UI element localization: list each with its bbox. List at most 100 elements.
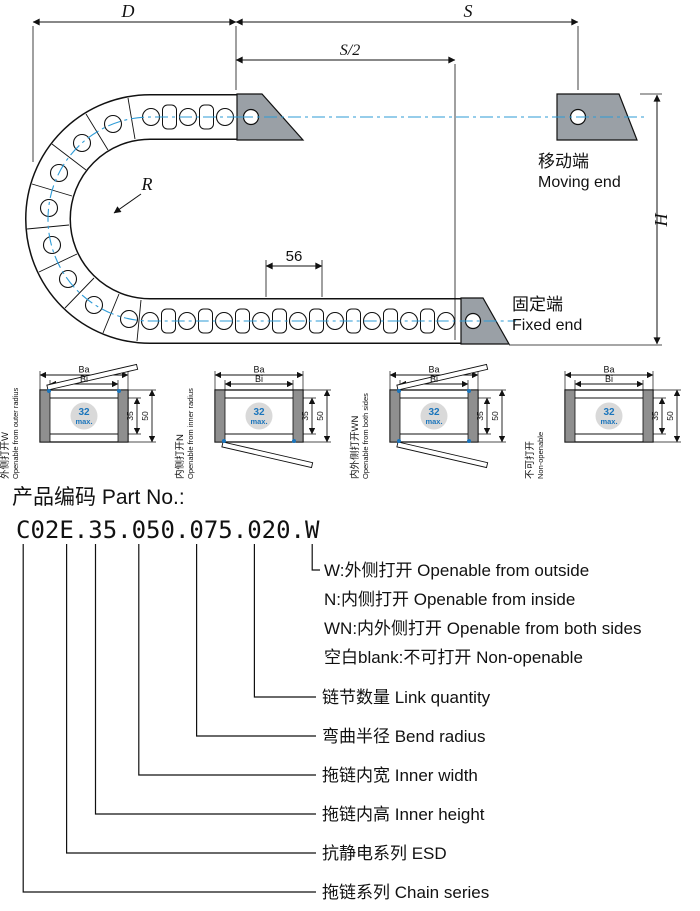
outer-flap-open	[46, 363, 139, 391]
legend-suffix-w: W:外侧打开 Openable from outside	[324, 561, 589, 580]
cable-max-value: 32	[428, 407, 440, 418]
cable-circle	[245, 402, 273, 430]
dim-label-outer-height: 50	[665, 411, 675, 421]
hinge-dot	[397, 389, 401, 393]
chain-assembly-diagram: D S S/2 56 H R 移动端 Moving end 固定端 Fixed …	[25, 1, 671, 346]
dim-label-s-half: S/2	[340, 42, 360, 59]
inner-flap-open	[396, 441, 489, 469]
dim-label-ba: Ba	[428, 365, 439, 375]
cross-section-label-en: Non-openable	[536, 431, 545, 479]
side-plate-right	[642, 389, 654, 443]
dim-label-bi: Bi	[605, 374, 613, 384]
cable-circle	[595, 402, 623, 430]
cross-section-drawing: 32 max. Ba Bi 35 50	[39, 363, 156, 443]
dim-label-r: R	[141, 174, 153, 194]
moving-end-label-en: Moving end	[538, 174, 621, 191]
dim-label-h: H	[651, 213, 671, 228]
hinge-dot	[47, 389, 51, 393]
legend-suffix-n: N:内侧打开 Openable from inside	[324, 590, 575, 609]
legend-connector-lines	[22, 544, 320, 893]
cross-section-label-en: Openable from inner radius	[186, 388, 195, 479]
dimension-lines	[564, 371, 681, 443]
dim-label-bi: Bi	[255, 374, 263, 384]
hinge-dot	[292, 439, 296, 443]
dim-label-ba: Ba	[603, 365, 614, 375]
dim-label-outer-height: 50	[490, 411, 500, 421]
hinge-dot	[467, 439, 471, 443]
chain-band	[25, 94, 468, 344]
cable-circle	[420, 402, 448, 430]
cable-max-value: 32	[603, 407, 615, 418]
cross-section-drawing: 32 max. Ba Bi 35 50	[564, 365, 681, 443]
cable-max-value: 32	[78, 407, 90, 418]
dim-label-bi: Bi	[80, 374, 88, 384]
hinge-dot	[397, 439, 401, 443]
cross-section-label-zh: 内外侧打开WN	[350, 415, 361, 479]
cable-circle	[70, 402, 98, 430]
dim-label-inner-height: 35	[125, 411, 135, 421]
cross-section-label-zh: 内侧打开N	[175, 434, 186, 479]
dim-label-outer-height: 50	[315, 411, 325, 421]
cross-section-row: 外侧打开W Openable from outer radius	[0, 358, 700, 482]
part-no-heading: 产品编码 Part No.:	[12, 486, 185, 509]
legend-suffix-wn: WN:内外侧打开 Openable from both sides	[324, 619, 641, 638]
chain-link-slots	[161, 104, 435, 334]
cross-section-label-zh: 外侧打开W	[0, 432, 11, 479]
cable-max-value: 32	[253, 407, 265, 418]
part-no-legend: C02E.35.050.075.020.W W:外侧打开 Openable fr…	[16, 516, 641, 902]
part-no-code: C02E.35.050.075.020.W	[16, 516, 320, 544]
legend-inner-height: 拖链内高 Inner height	[322, 805, 485, 824]
cross-section-label: 内外侧打开WN Openable from both sides	[350, 361, 372, 479]
hinge-dot	[222, 439, 226, 443]
dim-label-outer-height: 50	[140, 411, 150, 421]
cable-max-suffix: max.	[75, 417, 92, 426]
dimension-lines	[214, 371, 331, 443]
side-plate-right	[292, 389, 304, 443]
cross-section-non-openable: 不可打开 Non-openable 32 max.	[525, 358, 700, 482]
cable-max-suffix: max.	[600, 417, 617, 426]
cross-section-drawing: 32 max. Ba Bi 35 50	[389, 363, 506, 469]
side-plate-right	[467, 389, 479, 443]
cross-section-label-en: Openable from outer radius	[11, 387, 20, 479]
cross-section-inner-openable: 内侧打开N Openable from inner radius	[175, 358, 350, 482]
outer-flap-open	[396, 363, 489, 391]
cross-section-label: 不可打开 Non-openable	[525, 361, 547, 479]
dimension-lines	[32, 18, 662, 346]
moving-end-bracket-far	[556, 93, 638, 141]
dim-label-ba: Ba	[78, 365, 89, 375]
cross-section-label: 内侧打开N Openable from inner radius	[175, 361, 197, 479]
dim-label-bi: Bi	[430, 374, 438, 384]
dim-label-pitch: 56	[286, 248, 303, 265]
legend-link-quantity: 链节数量 Link quantity	[322, 688, 491, 707]
cross-section-drawing: 32 max. Ba Bi 35 50	[214, 365, 331, 469]
dim-label-inner-height: 35	[300, 411, 310, 421]
inner-flap-open	[221, 441, 314, 469]
dim-label-s: S	[464, 1, 473, 21]
side-plate-left	[39, 389, 51, 443]
side-plate-left	[564, 389, 576, 443]
legend-esd: 抗静电系列 ESD	[322, 844, 447, 863]
centerlines	[47, 116, 648, 322]
legend-inner-width: 拖链内宽 Inner width	[322, 766, 478, 785]
cable-max-suffix: max.	[425, 417, 442, 426]
fixed-end-label-zh: 固定端	[512, 295, 563, 314]
cross-section-label-en: Openable from both sides	[361, 393, 370, 479]
legend-chain-series: 拖链系列 Chain series	[322, 883, 489, 902]
side-plate-left	[214, 389, 226, 443]
cross-section-label-zh: 不可打开	[525, 440, 536, 479]
fixed-end-label-en: Fixed end	[512, 317, 582, 334]
side-plate-left	[389, 389, 401, 443]
moving-end-label-zh: 移动端	[538, 152, 589, 171]
dim-label-inner-height: 35	[475, 411, 485, 421]
dim-label-inner-height: 35	[650, 411, 660, 421]
side-plate-right	[117, 389, 129, 443]
legend-suffix-blank: 空白blank:不可打开 Non-openable	[324, 648, 583, 667]
cross-section-both-openable: 内外侧打开WN Openable from both sides	[350, 358, 525, 482]
hinge-dot	[117, 389, 121, 393]
hinge-dot	[467, 389, 471, 393]
cross-section-label: 外侧打开W Openable from outer radius	[0, 361, 22, 479]
dim-label-ba: Ba	[253, 365, 264, 375]
dim-label-d: D	[121, 1, 135, 21]
cross-section-outer-openable: 外侧打开W Openable from outer radius	[0, 358, 175, 482]
legend-bend-radius: 弯曲半径 Bend radius	[322, 727, 485, 746]
